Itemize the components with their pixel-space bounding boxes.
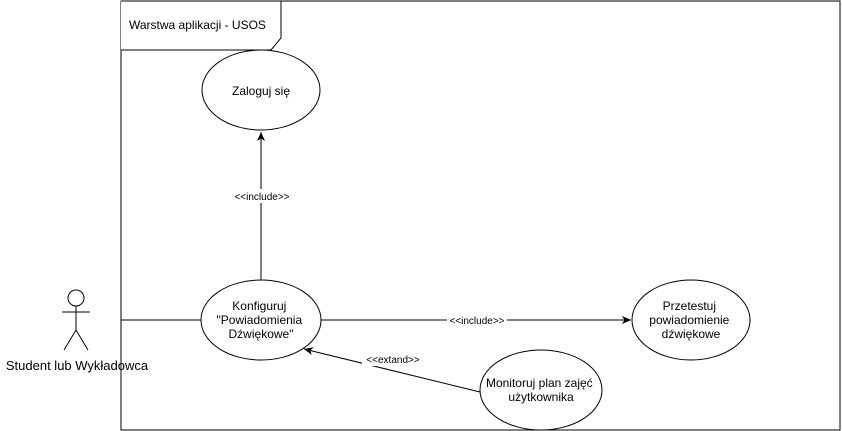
include-login-label-bg (231, 189, 293, 203)
use-case-configure-label: Konfiguruj "Powiadomienia Dźwiękowe" (217, 299, 306, 341)
actor-label: Student lub Wykładowca (6, 358, 149, 373)
use-case-test[interactable]: Przetestuj powiadomienie dźwiękowe (631, 279, 751, 361)
extend-monitor-label-bg (362, 352, 424, 366)
extend-monitor-label: <<extand>> (366, 355, 420, 366)
include-test-label: <<include>> (449, 316, 504, 327)
use-case-configure[interactable]: Konfiguruj "Powiadomienia Dźwiękowe" (200, 279, 322, 361)
use-case-monitor[interactable]: Monitoruj plan zajęć użytkownika (479, 349, 603, 431)
include-test-label-bg (447, 313, 507, 327)
actor-stick-figure (62, 289, 90, 351)
frame-title: Warstwa aplikacji - USOS (129, 18, 266, 32)
include-login-label: <<include>> (234, 192, 289, 203)
extend-monitor-arrow (303, 347, 481, 393)
use-case-login-label: Zaloguj się (232, 84, 290, 98)
use-case-login[interactable]: Zaloguj się (201, 49, 321, 131)
use-case-monitor-label: Monitoruj plan zajęć użytkownika (486, 376, 596, 404)
use-case-test-label: Przetestuj powiadomienie dźwiękowe (649, 299, 732, 341)
